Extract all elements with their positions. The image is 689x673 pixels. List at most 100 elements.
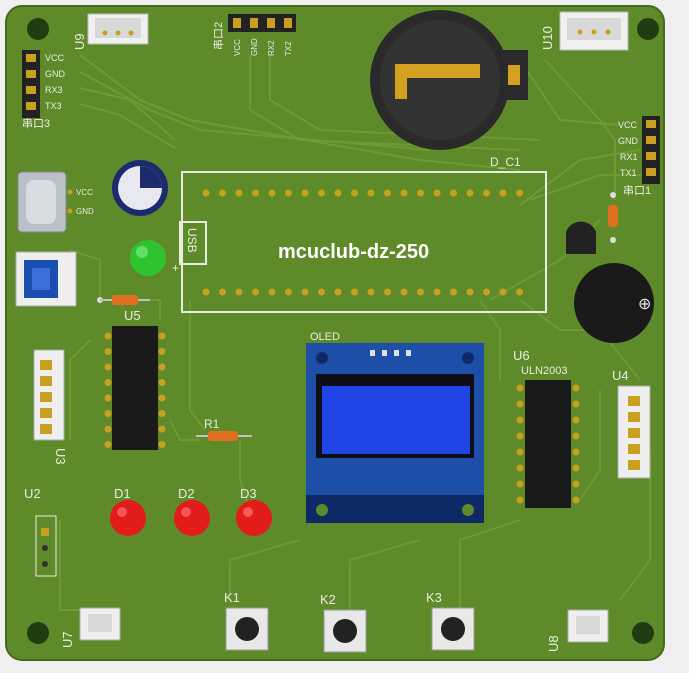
u6-part-label: ULN2003 xyxy=(521,365,567,377)
ic-pin xyxy=(158,425,166,433)
uart1-label: 串口1 xyxy=(623,184,651,197)
mcu-pin xyxy=(268,288,276,296)
svg-text:⊕: ⊕ xyxy=(638,296,651,313)
mcu-pin xyxy=(433,288,441,296)
ic-pin xyxy=(572,384,580,392)
usb-c-port: VCC GND xyxy=(17,171,94,233)
ic-pin xyxy=(158,348,166,355)
ic-pin xyxy=(104,410,112,417)
ic-pin xyxy=(104,394,112,402)
button-k1[interactable]: K1 xyxy=(224,590,269,651)
mcu-pin xyxy=(384,189,391,197)
mcu-pin xyxy=(499,189,507,197)
mounting-holes xyxy=(27,18,659,644)
mcu-pin xyxy=(318,288,325,296)
ic-pin xyxy=(516,480,524,488)
button-k3[interactable]: K3 xyxy=(426,590,475,651)
mcu-pin xyxy=(235,189,243,197)
u5-ic: U5 xyxy=(104,308,166,450)
mcu-pin xyxy=(285,288,292,296)
mcu-pin xyxy=(351,189,358,197)
electrolytic-capacitor xyxy=(112,160,168,216)
ic-pin xyxy=(158,394,166,402)
u4-connector: U4 xyxy=(612,368,651,479)
power-pin-vcc: VCC xyxy=(76,188,93,197)
r1-label: R1 xyxy=(204,417,220,431)
mcu-pin xyxy=(202,189,210,197)
mcu-pin xyxy=(235,288,243,296)
mcu-pin xyxy=(516,288,523,296)
power-led: + xyxy=(130,240,179,276)
ic-pin xyxy=(572,448,580,456)
ic-pin xyxy=(572,416,580,424)
resistor-r1: R1 xyxy=(196,417,252,441)
mcu-pin xyxy=(400,189,408,197)
ic-pin xyxy=(104,441,112,448)
uart1-pin-rx: RX1 xyxy=(620,152,638,162)
led-d2: D2 xyxy=(174,486,210,536)
ic-pin xyxy=(104,379,112,386)
uart1-header: VCC GND RX1 TX1 串口1 xyxy=(618,116,660,197)
mcu-pin xyxy=(483,288,490,296)
u2-module: U2 xyxy=(24,486,57,577)
u9-label: U9 xyxy=(72,33,87,50)
ic-pin xyxy=(516,448,524,456)
mcu-pin xyxy=(400,288,408,296)
u5-label: U5 xyxy=(124,308,141,323)
led-d1: D1 xyxy=(110,486,146,536)
ic-pin xyxy=(158,363,166,371)
uart3-label: 串口3 xyxy=(22,117,50,130)
ic-pin xyxy=(572,400,580,408)
ic-pin xyxy=(158,410,166,417)
power-pin-gnd: GND xyxy=(76,207,94,216)
mcu-pin xyxy=(516,189,523,197)
u3-connector: U3 xyxy=(33,349,68,465)
ic-pin xyxy=(516,384,524,392)
resistor-right xyxy=(608,192,618,243)
transistor xyxy=(566,221,596,254)
led-d3: D3 xyxy=(236,486,272,536)
mcu-pin xyxy=(466,288,474,296)
power-switch[interactable] xyxy=(15,251,77,307)
dc1-label: D_C1 xyxy=(490,155,521,169)
u4-label: U4 xyxy=(612,368,629,383)
mcu-pin xyxy=(351,288,358,296)
mcu-pin xyxy=(450,288,457,296)
mcu-pin xyxy=(433,189,441,197)
traces xyxy=(59,54,651,611)
u6-ic: U6 ULN2003 xyxy=(513,348,580,508)
mcu-pin xyxy=(334,189,342,197)
d1-label: D1 xyxy=(114,486,131,501)
mcu-pin xyxy=(301,288,309,296)
k2-label: K2 xyxy=(320,592,336,607)
mcu-pin xyxy=(367,288,375,296)
ic-pin xyxy=(516,496,524,504)
mcu-pin xyxy=(367,189,375,197)
ic-pin xyxy=(104,363,112,371)
d3-label: D3 xyxy=(240,486,257,501)
battery-holder xyxy=(370,10,528,150)
ic-pin xyxy=(158,332,166,340)
uart3-pin-rx: RX3 xyxy=(45,85,63,95)
ic-pin xyxy=(104,332,112,340)
uart2-pin-rx: RX2 xyxy=(267,40,276,56)
mcu-pin xyxy=(499,288,507,296)
button-k2[interactable]: K2 xyxy=(320,592,367,653)
k3-label: K3 xyxy=(426,590,442,605)
mcu-pin xyxy=(450,189,457,197)
ic-pin xyxy=(572,432,580,440)
mcu-module: USB D_C1 mcuclub-dz-250 xyxy=(179,155,547,313)
uart1-pin-gnd: GND xyxy=(618,136,639,146)
u8-label: U8 xyxy=(546,635,561,652)
ic-pin xyxy=(104,425,112,433)
resistor-power xyxy=(97,295,150,305)
uart3-pin-gnd: GND xyxy=(45,69,66,79)
uart2-header: 串口2 VCC GND RX2 TX2 xyxy=(212,14,296,56)
uart1-pin-tx: TX1 xyxy=(620,168,637,178)
mcu-pin xyxy=(483,189,490,197)
mcu-pin xyxy=(301,189,309,197)
ic-pin xyxy=(158,379,166,386)
u10-connector: U10 xyxy=(540,11,629,51)
uart3-pin-vcc: VCC xyxy=(45,53,65,63)
mcu-pin xyxy=(334,288,342,296)
